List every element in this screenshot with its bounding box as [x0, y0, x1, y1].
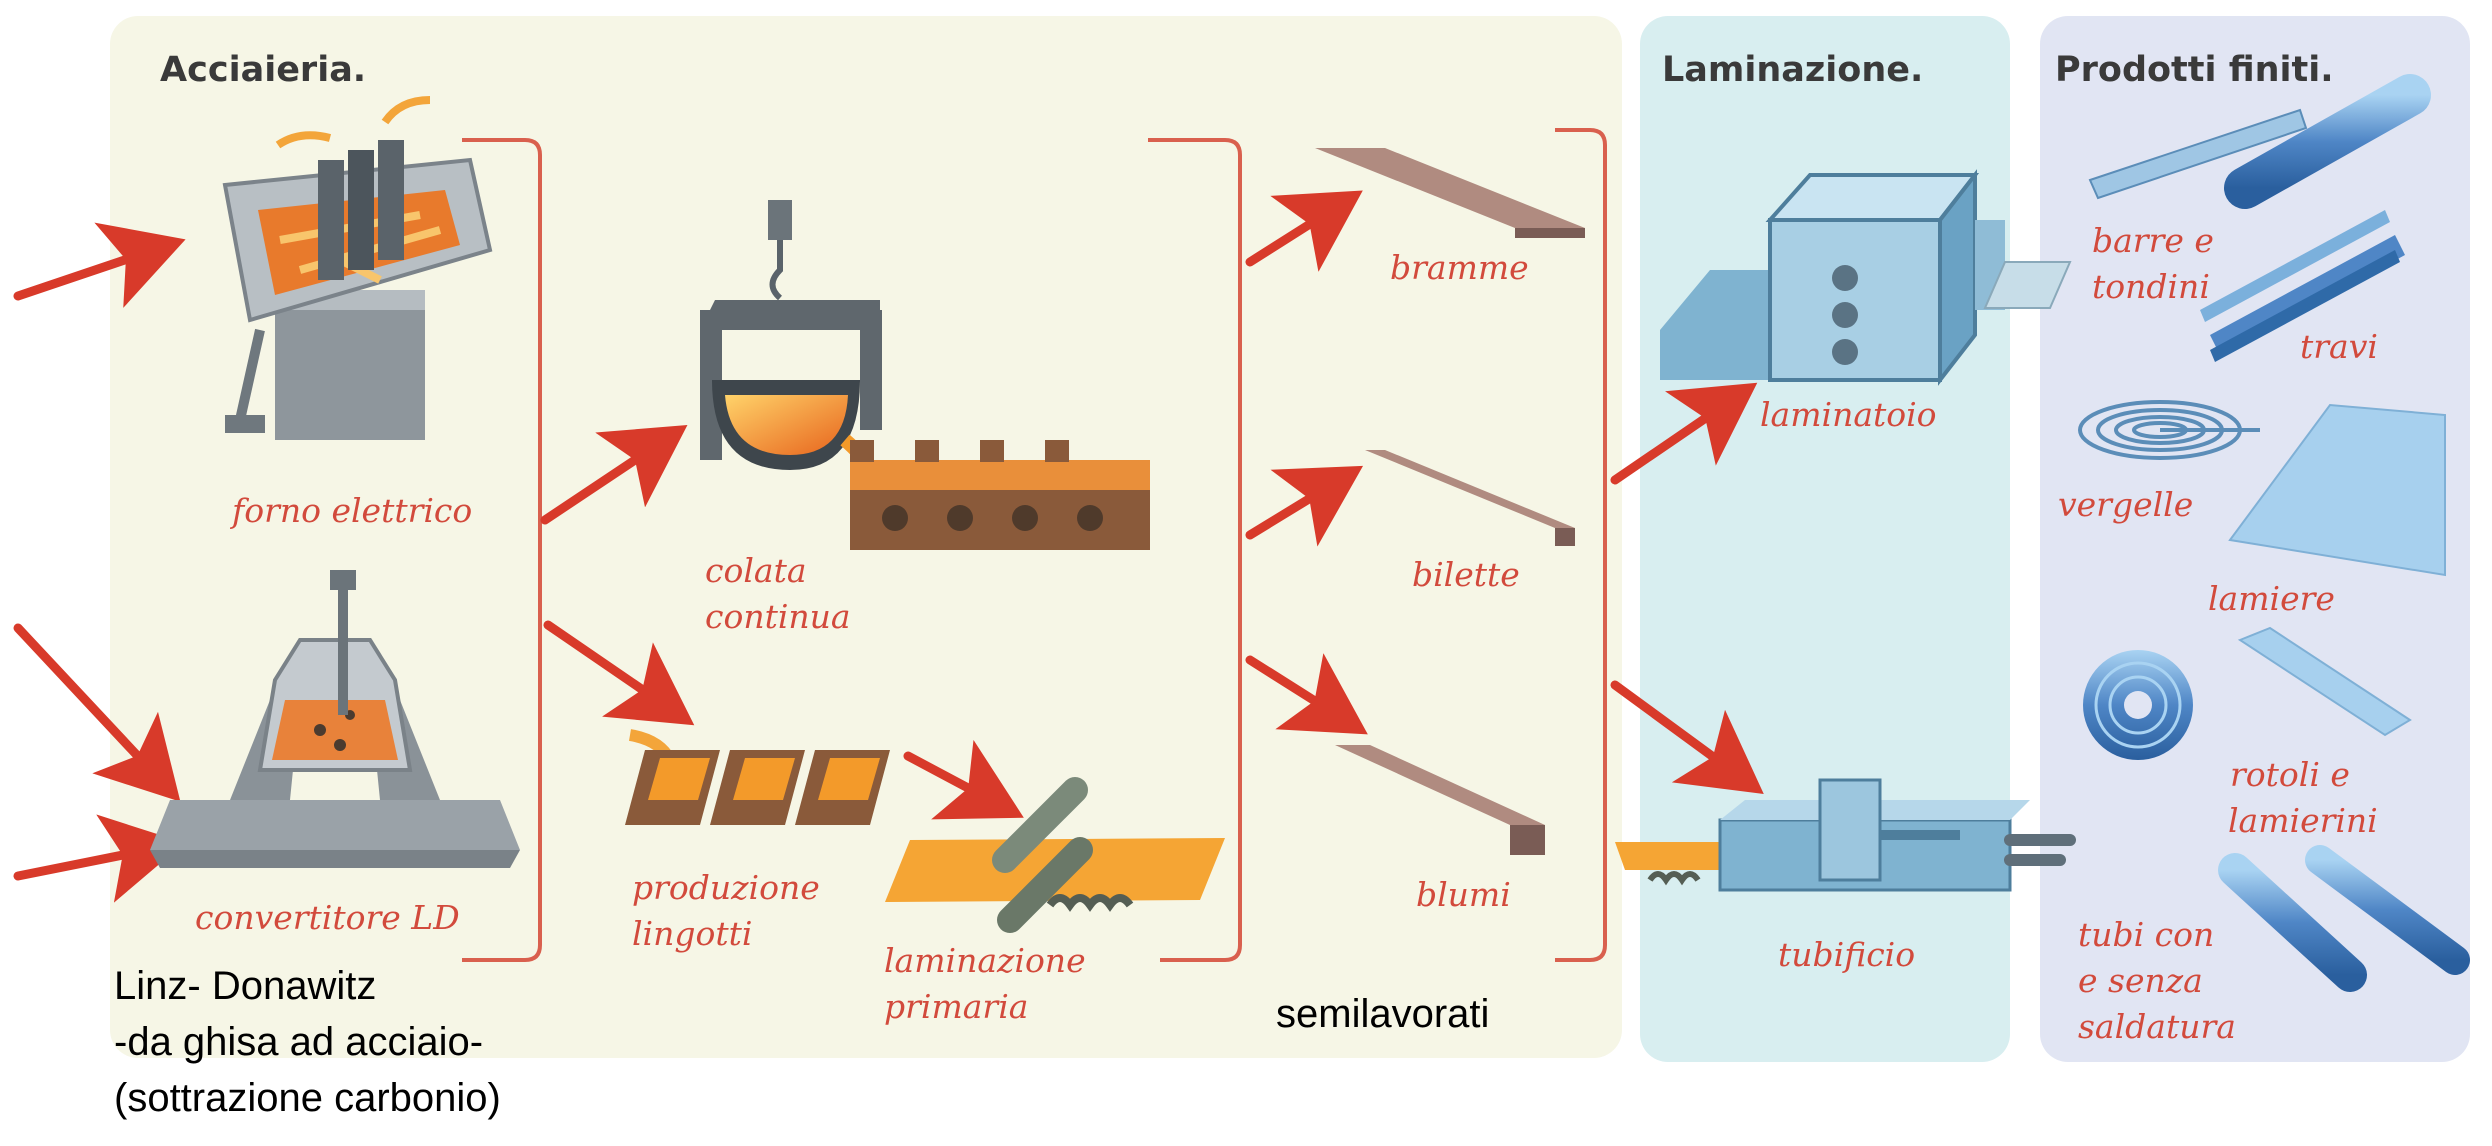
label-travi: travi — [2300, 327, 2378, 366]
branch-arrows-3 — [1610, 382, 1764, 794]
blumi-illustration — [1335, 745, 1545, 855]
label-bramme: bramme — [1390, 248, 1529, 287]
label-barre-line2: tondini — [2092, 267, 2210, 306]
travi-illustration — [2200, 210, 2405, 362]
label-blumi: blumi — [1416, 875, 1511, 914]
label-laminazione-primaria-line1: laminazione — [884, 941, 1086, 980]
branch-arrows-2 — [1245, 190, 1368, 735]
label-colata-line1: colata — [705, 551, 807, 590]
bracket-semilavorati-out — [1555, 128, 1607, 962]
label-lingotti-line2: lingotti — [632, 914, 753, 953]
label-barre-line1: barre e — [2092, 221, 2214, 260]
produzione-lingotti-illustration — [625, 729, 890, 825]
branch-arrows-1 — [540, 425, 695, 726]
note-sottrazione-carbonio: (sottrazione carbonio) — [114, 1076, 501, 1120]
section-title-laminazione: Laminazione. — [1662, 50, 1924, 90]
label-tubi-line1: tubi con — [2078, 915, 2215, 954]
rotoli-lamierini-illustration — [2083, 626, 2412, 760]
note-semilavorati: semilavorati — [1276, 992, 1490, 1036]
vergelle-illustration — [2078, 400, 2260, 460]
label-convertitore-ld: convertitore LD — [195, 898, 460, 937]
bracket-semilavorati-in — [1148, 138, 1242, 962]
bilette-illustration — [1365, 450, 1575, 546]
input-arrows — [13, 222, 186, 903]
label-lamiere: lamiere — [2208, 579, 2335, 618]
label-laminazione-primaria-line2: primaria — [884, 987, 1029, 1026]
label-tubi-line3: saldatura — [2078, 1007, 2236, 1046]
label-vergelle: vergelle — [2058, 485, 2194, 524]
note-ghisa-acciaio: -da ghisa ad acciaio- — [114, 1020, 484, 1064]
label-forno-elettrico: forno elettrico — [232, 491, 473, 530]
lingotti-to-laminazione-arrow — [903, 739, 1024, 820]
label-rotoli-line1: rotoli e — [2230, 755, 2350, 794]
label-tubificio: tubificio — [1778, 935, 1916, 974]
bramme-illustration — [1315, 148, 1585, 238]
laminatoio-illustration — [1660, 169, 2072, 386]
label-laminatoio: laminatoio — [1760, 395, 1937, 434]
note-linz-donawitz: Linz- Donawitz — [114, 964, 377, 1008]
label-colata-line2: continua — [705, 597, 851, 636]
tubificio-illustration — [1615, 778, 2076, 892]
barre-tondini-illustration — [2088, 74, 2431, 209]
tubi-illustration — [2218, 845, 2470, 992]
bracket-acciaieria — [462, 138, 542, 962]
label-tubi-line2: e senza — [2078, 961, 2203, 1000]
section-title-acciaieria: Acciaieria. — [160, 50, 367, 90]
colata-continua-illustration — [700, 200, 1150, 550]
laminazione-primaria-illustration — [885, 777, 1225, 933]
lamiere-illustration — [2228, 403, 2446, 577]
section-title-prodotti-finiti: Prodotti finiti. — [2055, 50, 2334, 90]
forno-elettrico-illustration — [222, 96, 493, 440]
label-bilette: bilette — [1412, 555, 1520, 594]
convertitore-ld-illustration — [150, 570, 520, 868]
label-lingotti-line1: produzione — [632, 868, 820, 907]
label-rotoli-line2: lamierini — [2228, 801, 2378, 840]
